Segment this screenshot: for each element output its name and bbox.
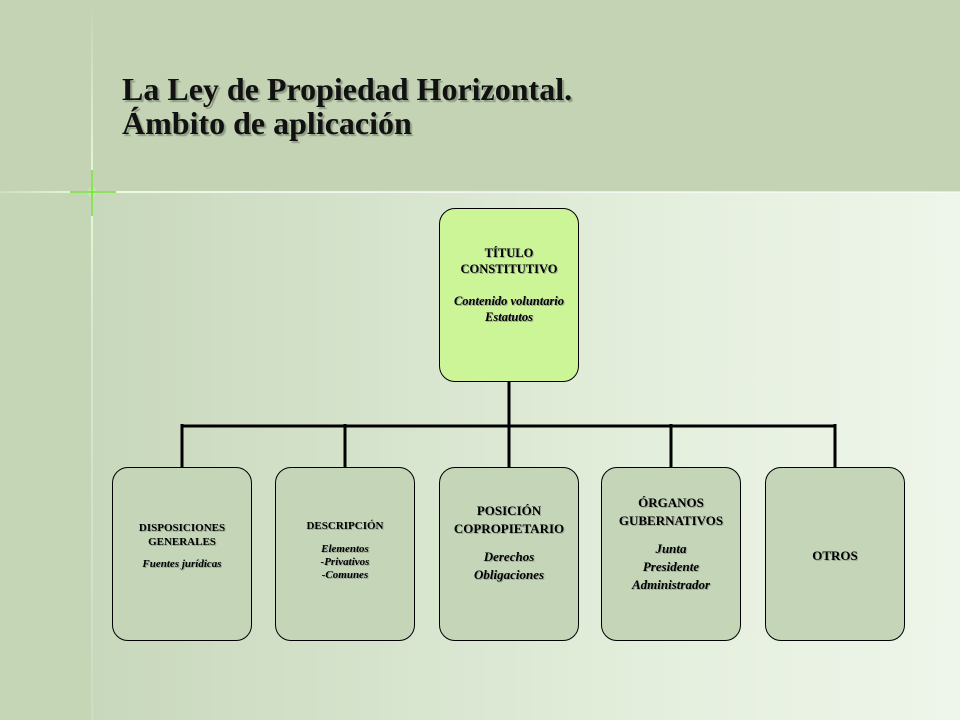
root-item-2: Estatutos: [485, 310, 533, 324]
child2-item-3: -Comunes: [321, 569, 369, 581]
child1-heading-line2: GENERALES: [148, 536, 216, 548]
slide-title-line2: Ámbito de aplicación: [122, 105, 412, 141]
slide-title-line1: La Ley de Propiedad Horizontal.: [122, 71, 573, 107]
child1-item-1: Fuentes jurídicas: [142, 558, 222, 570]
root-node-titulo-constitutivo: TÍTULO CONSTITUTIVO Contenido voluntario…: [439, 208, 579, 382]
decor-vertical-line: [91, 0, 93, 720]
decor-horizontal-line: [0, 191, 960, 193]
child5-heading: OTROS: [812, 548, 858, 563]
header-band: [0, 0, 960, 192]
child4-heading-line1: ÓRGANOS: [638, 495, 704, 510]
child-node-descripcion: DESCRIPCIÓN Elementos -Privativos -Comun…: [275, 467, 415, 641]
child4-item-1: Junta: [655, 541, 687, 556]
child2-item-1: Elementos: [321, 543, 369, 555]
child4-item-2: Presidente: [642, 559, 700, 574]
child-node-otros: OTROS: [765, 467, 905, 641]
child3-heading-line2: COPROPIETARIO: [453, 521, 565, 536]
child3-item-1: Derechos: [483, 549, 535, 564]
child3-heading-line1: POSICIÓN: [476, 503, 542, 518]
child-node-organos-gubernativos: ÓRGANOS GUBERNATIVOS Junta Presidente Ad…: [601, 467, 741, 641]
child3-item-2: Obligaciones: [473, 567, 545, 582]
child2-item-2: -Privativos: [320, 556, 370, 568]
sparkle-icon: [70, 170, 116, 216]
root-heading-line1: TÍTULO: [484, 246, 534, 260]
child-node-disposiciones-generales: DISPOSICIONES GENERALES Fuentes jurídica…: [112, 467, 252, 641]
root-heading-line2: CONSTITUTIVO: [460, 262, 558, 276]
root-item-1: Contenido voluntario: [453, 294, 565, 308]
child1-heading-line1: DISPOSICIONES: [138, 522, 226, 534]
child2-heading: DESCRIPCIÓN: [306, 520, 384, 532]
slide-title: La Ley de Propiedad Horizontal. Ámbito d…: [122, 72, 572, 140]
child4-heading-line2: GUBERNATIVOS: [618, 513, 724, 528]
child-node-posicion-copropietario: POSICIÓN COPROPIETARIO Derechos Obligaci…: [439, 467, 579, 641]
child4-item-3: Administrador: [631, 577, 711, 592]
